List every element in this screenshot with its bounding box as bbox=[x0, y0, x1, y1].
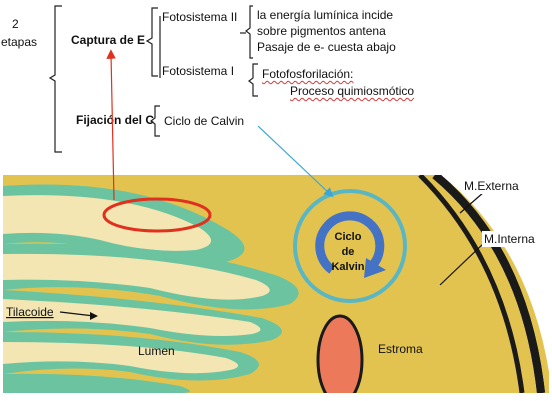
calvin-text-line1: Ciclo bbox=[335, 231, 362, 243]
captura-label: Captura de E bbox=[71, 33, 146, 47]
m-externa-label: M.Externa bbox=[464, 179, 519, 193]
calvin-text-line2: de bbox=[342, 246, 355, 258]
stages-label: etapas bbox=[1, 35, 38, 49]
calvin-text-line3: Kalvin bbox=[331, 261, 364, 273]
blue-arrow bbox=[257, 125, 334, 198]
fotofosforilacion-label: Fotofosforilación: bbox=[262, 67, 354, 81]
m-interna-bg bbox=[482, 231, 544, 247]
calvin-cycle-arrow bbox=[315, 211, 385, 274]
ps2-line-1: la energía lumínica incide bbox=[257, 8, 394, 22]
thylakoid-stack bbox=[3, 184, 299, 393]
fijacion-label: Fijación del C bbox=[76, 113, 155, 127]
estroma-label: Estroma bbox=[378, 342, 423, 356]
outside-area bbox=[441, 175, 549, 373]
fotosistema1-label: Fotosistema I bbox=[162, 64, 235, 78]
ps2-line-3: Pasaje de e- cuesta abajo bbox=[257, 40, 396, 54]
tilacoide-pointer bbox=[59, 311, 95, 317]
orange-body bbox=[316, 314, 364, 393]
brace-ps2 bbox=[245, 5, 253, 59]
tilacoide-pointer-head bbox=[90, 312, 98, 320]
proceso-label: Proceso quimiosmótico bbox=[290, 84, 414, 98]
outline-braces bbox=[48, 5, 258, 153]
fotosistema2-label: Fotosistema II bbox=[162, 10, 238, 24]
m-externa-pointer bbox=[459, 191, 485, 214]
m-externa-bg bbox=[462, 178, 524, 194]
highlight-ellipse bbox=[102, 197, 212, 233]
calvin-cycle-circle bbox=[293, 189, 407, 303]
m-interna-pointer bbox=[439, 242, 485, 286]
brace-ps1 bbox=[248, 63, 258, 97]
lumen-label: Lumen bbox=[138, 344, 175, 358]
stages-count: 2 bbox=[12, 17, 19, 31]
outer-membrane-overlay bbox=[432, 175, 545, 393]
m-interna-label: M.Interna bbox=[484, 232, 535, 246]
brace-main bbox=[48, 5, 62, 153]
red-arrow bbox=[106, 49, 116, 201]
tilacoide-label: Tilacoide bbox=[6, 305, 54, 319]
ciclo-calvin-label: Ciclo de Calvin bbox=[164, 114, 245, 128]
proceso-text: Proceso quimiosmótico bbox=[290, 84, 415, 98]
calvin-arrow-head bbox=[364, 258, 386, 278]
brace-captura bbox=[145, 7, 158, 77]
ps2-line-2: sobre pigmentos antena bbox=[257, 24, 386, 38]
inner-membrane bbox=[418, 175, 525, 393]
brace-fijacion bbox=[150, 105, 160, 137]
